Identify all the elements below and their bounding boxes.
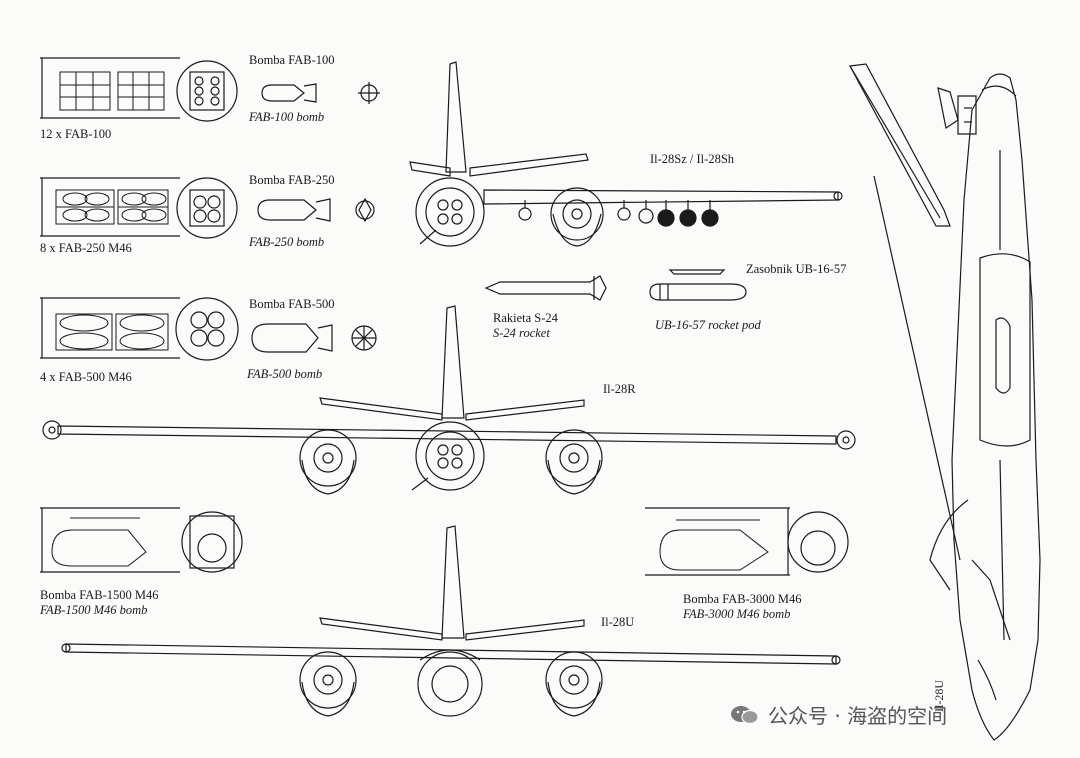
fab500-label-pl: Bomba FAB-500: [249, 297, 335, 311]
s24-label-en: S-24 rocket: [493, 326, 550, 340]
ub16-rocket-pod-icon: [649, 269, 747, 301]
bomb-bay-fab1500: [40, 507, 243, 573]
fab100-label-pl: Bomba FAB-100: [249, 53, 335, 67]
variant-u-title: Il-28U: [601, 615, 635, 629]
variant-r-title: Il-28R: [603, 382, 636, 396]
s24-rocket-icon: [484, 275, 607, 301]
il28sz-front-view: [409, 61, 843, 247]
bomb-bay-fab500: [40, 297, 239, 361]
fab3000-label-pl: Bomba FAB-3000 M46: [683, 592, 802, 606]
fab100-bomb-icon: [261, 82, 380, 104]
watermark: 公众号 · 海盗的空间: [730, 700, 947, 729]
fab250-bomb-icon: [257, 197, 375, 223]
bomb-bay-fab3000: [645, 507, 849, 576]
il28r-front-view: [42, 305, 856, 495]
bomb-bay-fab250: [40, 177, 238, 239]
il28u-side-view: [849, 63, 1041, 741]
fab500-label-en: FAB-500 bomb: [247, 367, 323, 381]
bomb-bay-fab100: [40, 57, 238, 122]
watermark-text: 公众号 · 海盗的空间: [768, 704, 948, 728]
fab250-label-pl: Bomba FAB-250: [249, 173, 335, 187]
fab250-label-en: FAB-250 bomb: [249, 235, 325, 249]
fab100-load: 12 x FAB-100: [40, 127, 112, 141]
fab1500-label-en: FAB-1500 M46 bomb: [40, 603, 148, 617]
variant-sz-title: Il-28Sz / Il-28Sh: [650, 152, 735, 166]
ub16-label-en: UB-16-57 rocket pod: [655, 318, 761, 332]
fab500-bomb-icon: [251, 323, 377, 353]
fab1500-label-pl: Bomba FAB-1500 M46: [40, 588, 159, 602]
fab250-load: 8 x FAB-250 M46: [40, 241, 132, 255]
s24-label-pl: Rakieta S-24: [493, 311, 558, 325]
fab500-load: 4 x FAB-500 M46: [40, 370, 132, 384]
ub16-label-pl: Zasobnik UB-16-57: [746, 262, 847, 276]
il28u-front-view: [61, 525, 841, 717]
wechat-icon: [731, 705, 759, 724]
fab3000-label-en: FAB-3000 M46 bomb: [683, 607, 791, 621]
fab100-label-en: FAB-100 bomb: [249, 110, 325, 124]
